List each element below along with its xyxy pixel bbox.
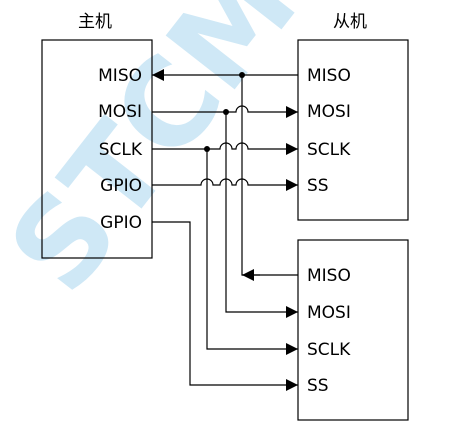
wire-gpio1-to-slave1-ss: [152, 178, 298, 191]
slave1-pin-ss: SS: [307, 176, 329, 196]
wire-mosi-master-to-slave1: [152, 105, 298, 118]
wire-mosi-to-slave2: [225, 112, 298, 318]
slave1-title: 从机: [333, 12, 367, 32]
master-title: 主机: [78, 12, 112, 32]
wire-sclk-master-to-slave1: [152, 142, 298, 155]
slave2-pin-sclk: SCLK: [307, 340, 351, 360]
slave1-pin-mosi: MOSI: [307, 102, 351, 122]
master-pin-gpio-1: GPIO: [100, 176, 142, 196]
slave1-box: [297, 39, 409, 221]
slave2-pin-miso: MISO: [307, 266, 351, 286]
slave1-pin-sclk: SCLK: [307, 140, 351, 160]
wire-gpio2-to-slave2-ss: [152, 221, 298, 391]
master-pin-gpio-2: GPIO: [100, 213, 142, 233]
junction-mosi: [223, 109, 229, 115]
master-pin-mosi: MOSI: [98, 102, 142, 122]
junction-miso: [239, 72, 245, 78]
watermark: STCMCU: [0, 0, 438, 318]
master-pin-sclk: SCLK: [99, 140, 143, 160]
slave1-pin-miso: MISO: [307, 66, 351, 86]
slave2-pin-ss: SS: [307, 376, 329, 396]
junction-sclk: [204, 146, 210, 152]
slave2-pin-mosi: MOSI: [307, 303, 351, 323]
slave2-box: [297, 239, 409, 421]
master-pin-miso: MISO: [98, 66, 142, 86]
wire-sclk-to-slave2: [206, 149, 298, 355]
